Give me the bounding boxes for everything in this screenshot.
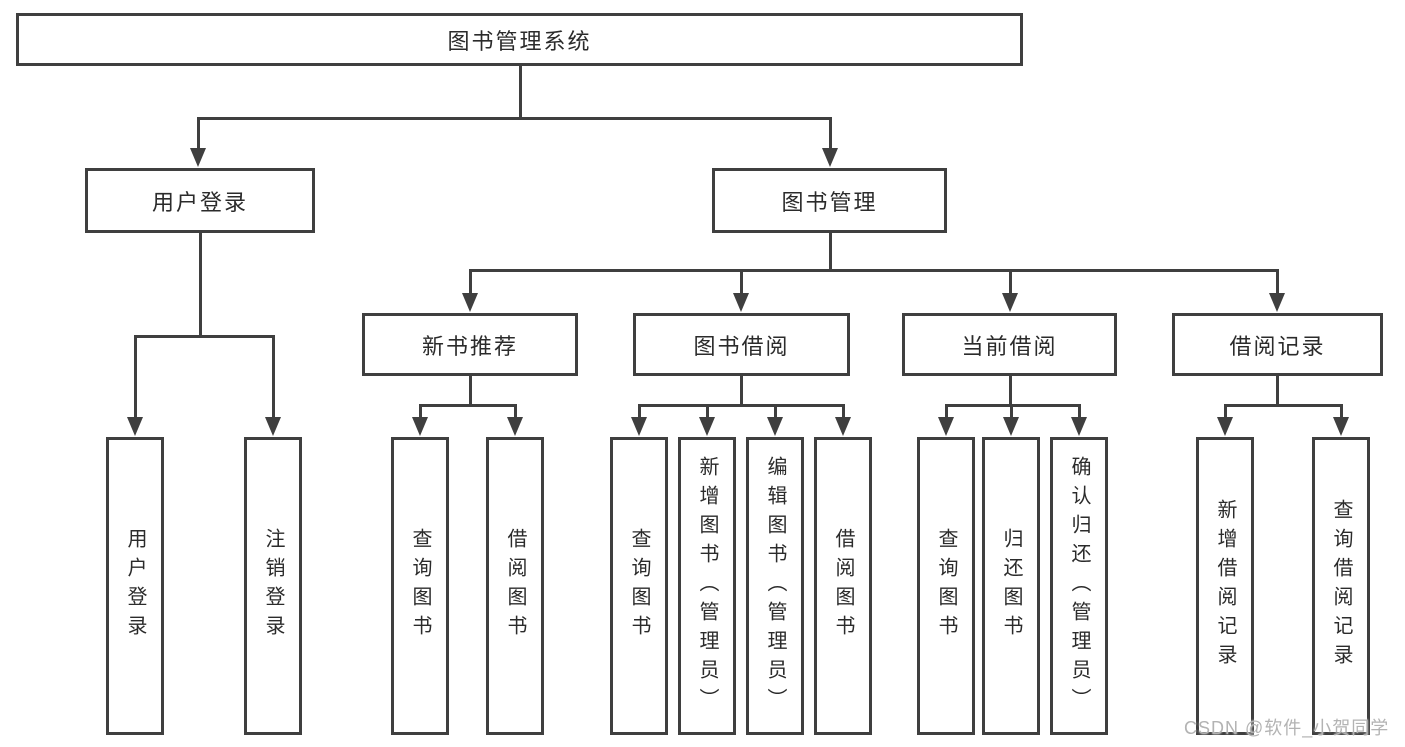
arrow-down-icon: [1071, 417, 1087, 436]
connector-line-vertical: [514, 404, 517, 421]
connector-line-horizontal: [134, 335, 275, 338]
connector-line-vertical: [829, 117, 832, 151]
node-new-book-recommend: 新书推荐: [362, 313, 578, 376]
node-borrow-records: 借阅记录: [1172, 313, 1383, 376]
arrow-down-icon: [1002, 293, 1018, 312]
node-book-borrow: 图书借阅: [633, 313, 850, 376]
connector-line-vertical: [638, 404, 641, 421]
arrow-down-icon: [265, 417, 281, 436]
connector-line-vertical: [1340, 404, 1343, 421]
node-book-management: 图书管理: [712, 168, 947, 233]
arrow-down-icon: [1333, 417, 1349, 436]
leaf-add-borrow-record: 新增借阅记录: [1196, 437, 1254, 735]
arrow-down-icon: [1269, 293, 1285, 312]
arrow-down-icon: [631, 417, 647, 436]
leaf-return-books: 归还图书: [982, 437, 1040, 735]
connector-line-vertical: [1009, 269, 1012, 297]
connector-line-horizontal: [945, 404, 1081, 407]
connector-line-vertical: [945, 404, 948, 421]
arrow-down-icon: [835, 417, 851, 436]
leaf-borrow-books-2: 借阅图书: [814, 437, 872, 735]
arrow-down-icon: [127, 417, 143, 436]
connector-line-vertical: [197, 117, 200, 151]
connector-line-horizontal: [638, 404, 845, 407]
connector-line-vertical: [1276, 374, 1279, 406]
arrow-down-icon: [190, 148, 206, 167]
connector-line-vertical: [1078, 404, 1081, 421]
leaf-query-books-2: 查询图书: [610, 437, 668, 735]
leaf-add-books-admin: 新增图书（管理员）: [678, 437, 736, 735]
arrow-down-icon: [1003, 417, 1019, 436]
leaf-logout: 注销登录: [244, 437, 302, 735]
connector-line-vertical: [1009, 374, 1012, 406]
leaf-query-books-3: 查询图书: [917, 437, 975, 735]
connector-line-vertical: [829, 231, 832, 271]
connector-line-vertical: [1010, 404, 1013, 421]
connector-line-horizontal: [1224, 404, 1343, 407]
connector-line-vertical: [469, 269, 472, 297]
connector-line-vertical: [419, 404, 422, 421]
csdn-watermark: CSDN @软件_小贺同学: [1184, 718, 1390, 738]
connector-line-vertical: [519, 64, 522, 119]
arrow-down-icon: [1217, 417, 1233, 436]
arrow-down-icon: [507, 417, 523, 436]
leaf-query-borrow-record: 查询借阅记录: [1312, 437, 1370, 735]
arrow-down-icon: [699, 417, 715, 436]
connector-line-vertical: [469, 374, 472, 406]
connector-line-vertical: [740, 374, 743, 406]
leaf-borrow-books-1: 借阅图书: [486, 437, 544, 735]
leaf-confirm-return-admin: 确认归还（管理员）: [1050, 437, 1108, 735]
connector-line-horizontal: [469, 269, 1279, 272]
connector-line-vertical: [199, 231, 202, 337]
connector-line-vertical: [706, 404, 709, 421]
connector-line-vertical: [842, 404, 845, 421]
arrow-down-icon: [462, 293, 478, 312]
node-current-borrow: 当前借阅: [902, 313, 1117, 376]
arrow-down-icon: [822, 148, 838, 167]
leaf-user-login: 用户登录: [106, 437, 164, 735]
leaf-edit-books-admin: 编辑图书（管理员）: [746, 437, 804, 735]
connector-line-horizontal: [419, 404, 517, 407]
node-user-login: 用户登录: [85, 168, 315, 233]
connector-line-vertical: [272, 336, 275, 421]
connector-line-vertical: [740, 269, 743, 297]
connector-line-horizontal: [197, 117, 832, 120]
leaf-query-books-1: 查询图书: [391, 437, 449, 735]
arrow-down-icon: [733, 293, 749, 312]
connector-line-vertical: [134, 336, 137, 421]
connector-line-vertical: [774, 404, 777, 421]
connector-line-vertical: [1276, 269, 1279, 297]
node-library-management-system: 图书管理系统: [16, 13, 1023, 66]
arrow-down-icon: [938, 417, 954, 436]
connector-line-vertical: [1224, 404, 1227, 421]
arrow-down-icon: [412, 417, 428, 436]
arrow-down-icon: [767, 417, 783, 436]
